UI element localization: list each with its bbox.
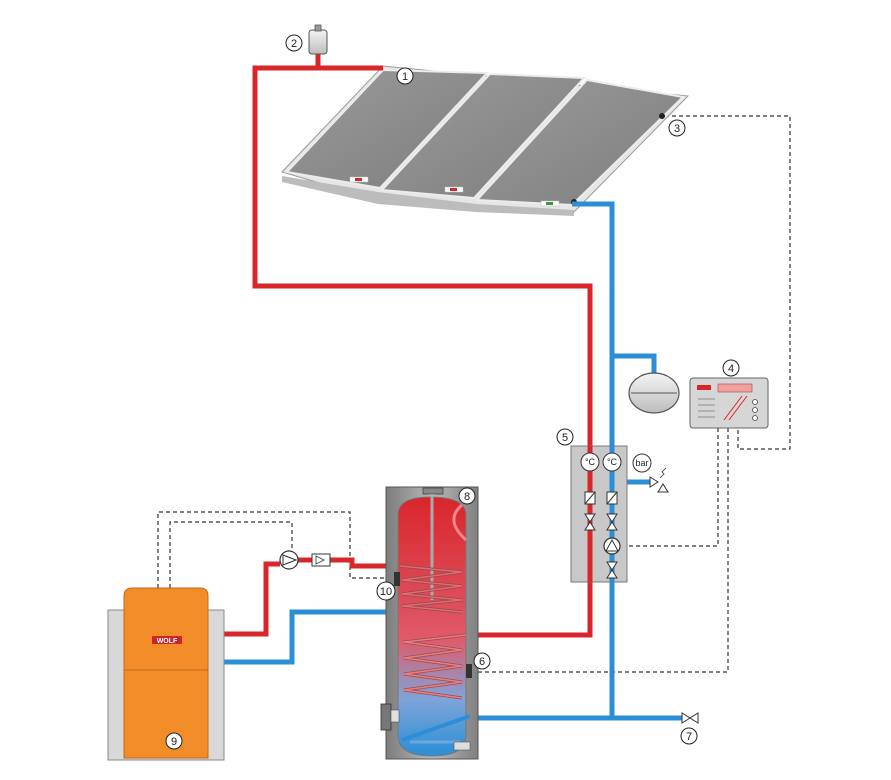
solar-controller (689, 377, 769, 429)
collector-edge (282, 176, 574, 216)
callout-5: 5 (556, 428, 574, 446)
ball-valve-icon (584, 513, 618, 579)
solar-collector-array (281, 65, 690, 216)
drain-valve-icon (681, 712, 699, 724)
callout-10: 10 (376, 581, 396, 601)
svg-text:2: 2 (291, 38, 297, 50)
callout-3: 3 (668, 119, 686, 137)
safety-valve-icon (649, 467, 669, 493)
check-valve-icon (584, 491, 618, 505)
svg-text:4: 4 (728, 363, 734, 375)
collector-panel-2 (379, 72, 587, 200)
wolf-boiler: WOLF (107, 587, 225, 761)
svg-text:WOLF: WOLF (157, 638, 178, 645)
control-wiring (157, 115, 791, 673)
svg-text:9: 9 (171, 736, 177, 748)
expansion-vessel (628, 372, 680, 414)
svg-text:1: 1 (402, 71, 408, 83)
callout-1: 1 (396, 67, 414, 85)
svg-text:7: 7 (686, 731, 692, 743)
svg-text:°C: °C (607, 457, 618, 467)
collector-badges (349, 176, 560, 207)
thermometer-gauge-right: °C (602, 452, 622, 472)
thermometer-gauge-left: °C (580, 452, 600, 472)
solar-pump-station: °C °C bar (570, 445, 669, 583)
tank-sensor-upper (394, 572, 400, 586)
boiler-check-valve-icon (311, 553, 331, 567)
svg-text:10: 10 (380, 586, 392, 598)
callout-8: 8 (458, 487, 476, 505)
callout-7: 7 (680, 727, 698, 745)
collector-panel-3 (474, 78, 686, 207)
collector-sensor (659, 113, 665, 119)
air-vent (308, 24, 328, 55)
callout-4: 4 (722, 359, 740, 377)
callout-2: 2 (285, 34, 303, 52)
svg-text:3: 3 (674, 123, 680, 135)
svg-text:8: 8 (464, 491, 470, 503)
collector-panel-1 (284, 68, 490, 190)
callout-9: 9 (165, 732, 183, 750)
svg-text:°C: °C (585, 457, 596, 467)
hot-water-tank (380, 486, 479, 760)
svg-text:bar: bar (635, 458, 648, 468)
upper-heating-coil (399, 564, 463, 614)
callout-6: 6 (473, 652, 491, 670)
lower-solar-coil (403, 633, 467, 700)
boiler-loading-pump-icon (279, 550, 299, 570)
svg-text:6: 6 (479, 656, 485, 668)
svg-text:5: 5 (562, 432, 568, 444)
tank-sensor-lower (466, 664, 472, 678)
solar-circulation-pump-icon (603, 537, 621, 555)
pressure-gauge: bar (632, 453, 652, 473)
